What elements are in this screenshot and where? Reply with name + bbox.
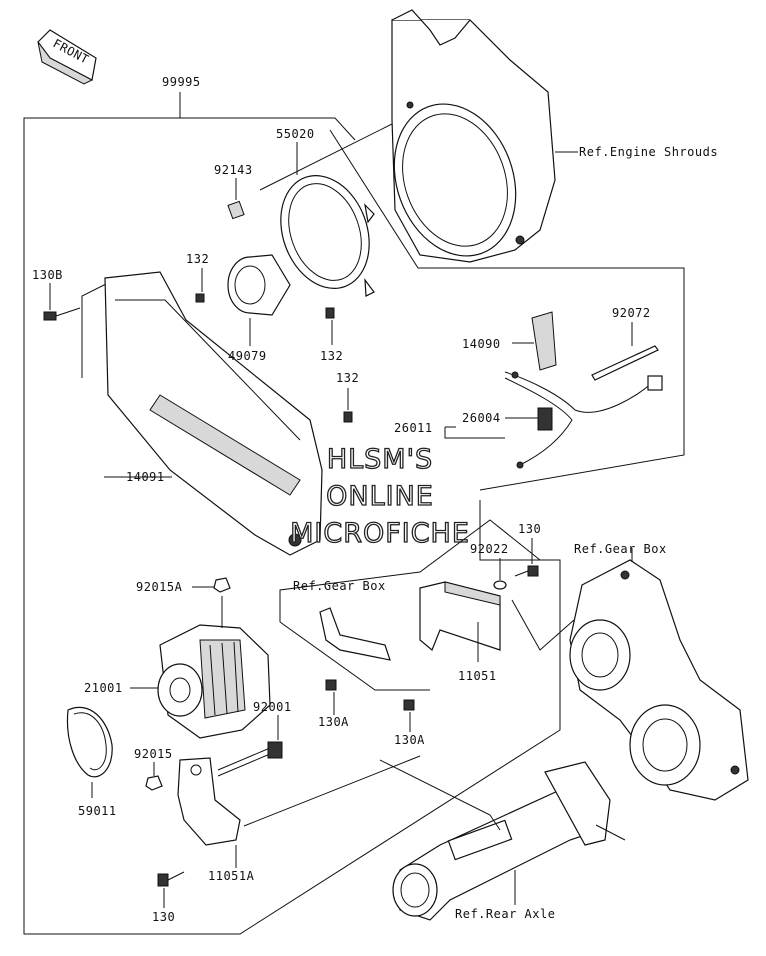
bolt-130A-a xyxy=(325,679,337,691)
label-21001: 21001 xyxy=(84,681,123,695)
gear-box xyxy=(569,559,749,801)
bracket-outline xyxy=(279,519,541,691)
label-132-b: 132 xyxy=(320,349,343,363)
label-14091: 14091 xyxy=(126,470,165,484)
label-130-bottom: 130 xyxy=(152,910,175,924)
front-arrow-icon: FRONT xyxy=(37,29,97,85)
label-49079: 49079 xyxy=(228,349,267,363)
duct-49079 xyxy=(227,254,291,316)
label-92001: 92001 xyxy=(253,700,292,714)
label-ref-gear-box-right: Ref.Gear Box xyxy=(574,542,667,556)
watermark-line-3: MICROFICHE xyxy=(290,518,470,549)
label-11051: 11051 xyxy=(458,669,497,683)
harness-26011 xyxy=(504,371,663,469)
belt-59011 xyxy=(66,706,113,778)
bolt-130A-b xyxy=(403,699,415,711)
label-132-c: 132 xyxy=(336,371,359,385)
label-92072: 92072 xyxy=(612,306,651,320)
watermark-line-2: ONLINE xyxy=(326,481,434,512)
bolt-130B xyxy=(43,307,81,321)
rear-axle xyxy=(392,761,626,921)
bracket-11051A xyxy=(177,757,241,846)
nut-92015 xyxy=(145,775,163,791)
label-92143: 92143 xyxy=(214,163,253,177)
label-59011: 59011 xyxy=(78,804,117,818)
pin-92143 xyxy=(227,200,245,220)
label-ref-rear-axle: Ref.Rear Axle xyxy=(455,907,555,921)
shroud-outline xyxy=(259,119,685,491)
alternator-21001 xyxy=(157,596,271,739)
label-ref-gear-box-left: Ref.Gear Box xyxy=(293,579,386,593)
label-130-top: 130 xyxy=(518,522,541,536)
label-99995: 99995 xyxy=(162,75,201,89)
bracket-11051 xyxy=(419,581,501,651)
label-ref-engine-shrouds: Ref.Engine Shrouds xyxy=(579,145,718,159)
belt-cover-14091 xyxy=(104,271,323,556)
gearbox-bracket-ref xyxy=(319,607,391,661)
label-11051A: 11051A xyxy=(208,869,255,883)
strap-92072 xyxy=(591,345,659,381)
label-55020: 55020 xyxy=(276,127,315,141)
label-130A-b: 130A xyxy=(394,733,425,747)
kit-outline xyxy=(23,92,561,935)
label-92022: 92022 xyxy=(470,542,509,556)
bolt-132-b xyxy=(325,307,335,319)
watermark: HLSM'S ONLINE MICROFICHE xyxy=(289,443,470,549)
watermark-line-1: HLSM'S xyxy=(327,444,433,475)
label-92015A: 92015A xyxy=(136,580,183,594)
label-92015: 92015 xyxy=(134,747,173,761)
bolt-132-a xyxy=(195,293,205,303)
label-26004: 26004 xyxy=(462,411,501,425)
label-14090: 14090 xyxy=(462,337,501,351)
gasket-55020 xyxy=(280,175,375,297)
bolt-92001 xyxy=(217,741,283,777)
engine-shroud xyxy=(391,9,556,263)
label-130B: 130B xyxy=(32,268,63,282)
tube-14090 xyxy=(531,311,557,371)
bolt-132-c xyxy=(343,411,353,423)
label-130A-a: 130A xyxy=(318,715,349,729)
washer-92022 xyxy=(493,580,507,590)
label-132-a: 132 xyxy=(186,252,209,266)
bolt-130-bottom xyxy=(157,871,185,887)
bolt-130-top xyxy=(514,565,539,577)
nut-92015A xyxy=(213,577,231,593)
label-26011: 26011 xyxy=(394,421,433,435)
